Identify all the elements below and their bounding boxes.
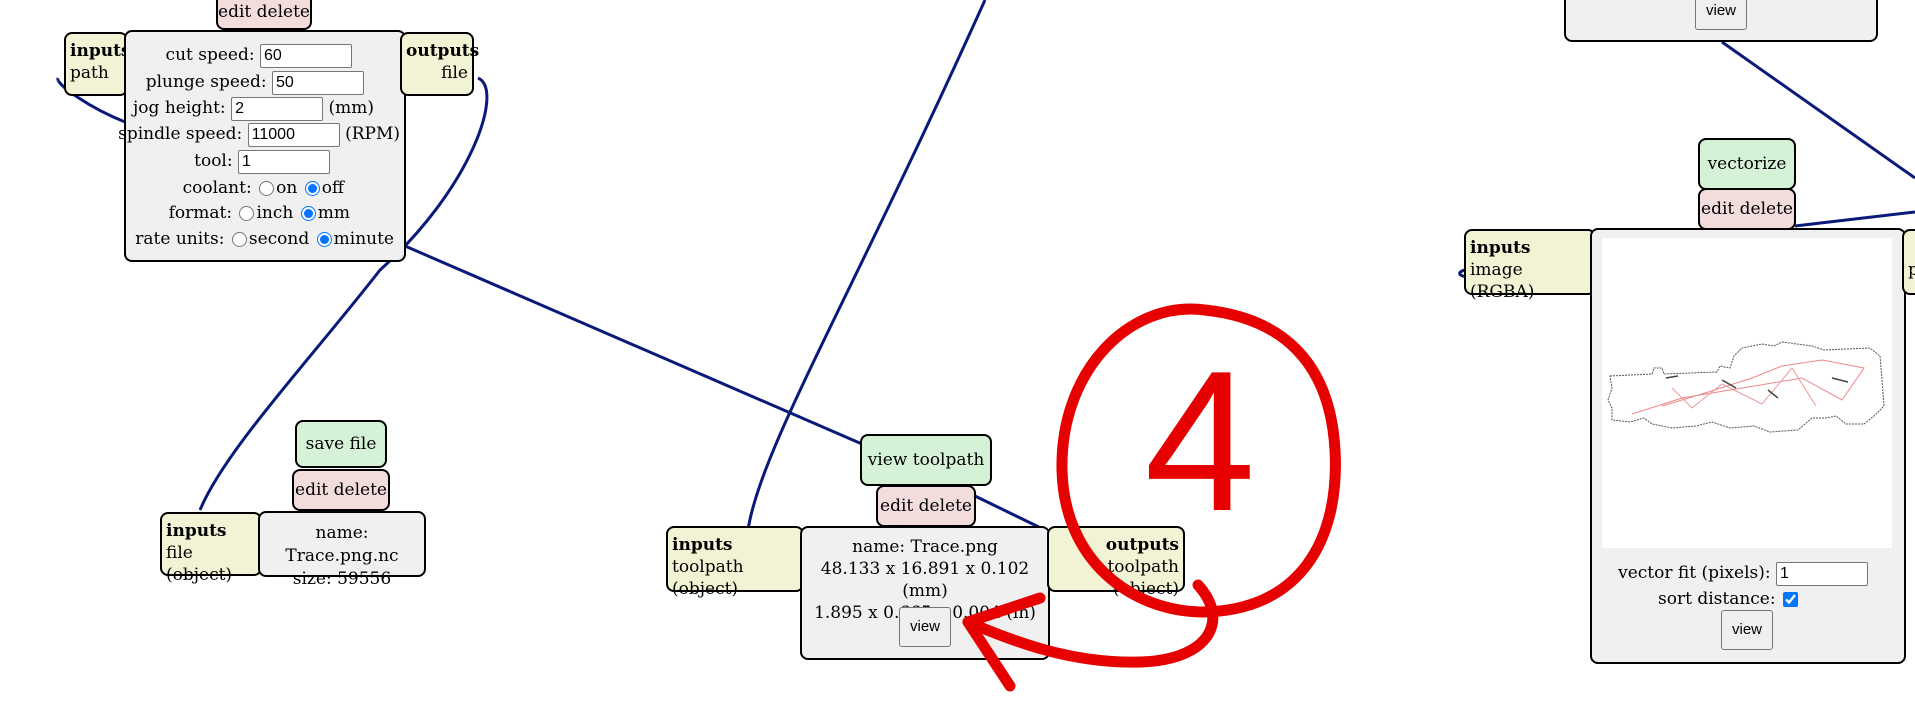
format-inch-label: inch	[256, 203, 294, 223]
format-label: format:	[168, 203, 233, 223]
save-file-button[interactable]: save file	[295, 420, 387, 468]
inputs-heading: inputs	[166, 521, 227, 541]
format-mm-radio[interactable]	[300, 206, 316, 221]
format-inch-radio[interactable]	[239, 206, 255, 221]
rate-minute-label: minute	[333, 229, 394, 249]
cut-speed-label: cut speed:	[165, 45, 255, 65]
plunge-speed-input[interactable]	[272, 70, 364, 95]
jog-height-row: jog height: (mm)	[133, 95, 374, 121]
cut-settings-panel: cut speed: plunge speed: jog height: (mm…	[118, 30, 406, 262]
sort-distance-row: sort distance:	[1658, 586, 1800, 612]
toolpath-dims-mm-text: 48.133 x 16.891 x 0.102 (mm)	[820, 559, 1030, 601]
cut-node-inputs-port[interactable]: inputs path	[64, 32, 131, 96]
format-row: format: inch mm	[169, 200, 350, 226]
vector-fit-row: vector fit (pixels):	[1618, 560, 1868, 586]
save-node-edit-delete-button[interactable]: edit delete	[292, 469, 390, 511]
tool-input[interactable]	[238, 149, 330, 174]
toolpath-view-button[interactable]: view	[899, 607, 951, 647]
wire-right-mid	[1794, 210, 1915, 228]
spindle-speed-input[interactable]	[247, 122, 340, 147]
spindle-speed-unit: (RPM)	[345, 124, 400, 144]
wire-file-to-save	[198, 76, 489, 511]
inputs-heading: inputs	[1470, 238, 1531, 258]
vector-node-outputs-port[interactable]: p	[1902, 229, 1915, 295]
vectorize-button[interactable]: vectorize	[1698, 138, 1796, 190]
coolant-off-label: off	[321, 178, 344, 198]
view-toolpath-button[interactable]: view toolpath	[860, 434, 992, 486]
wire-to-view-toolpath	[404, 244, 863, 446]
vector-preview-canvas	[1602, 238, 1892, 548]
toolpath-node-inputs-port[interactable]: inputs toolpath (object)	[666, 526, 804, 599]
rate-units-label: rate units:	[135, 229, 225, 249]
annotation-arrow-icon	[962, 579, 1219, 668]
rate-second-radio[interactable]	[231, 232, 247, 247]
spindle-speed-row: spindle speed: (RPM)	[118, 121, 400, 147]
inputs-heading: inputs	[70, 41, 131, 61]
wire-view-toolpath-right	[974, 494, 1046, 532]
save-file-info-panel: name: Trace.png.nc size: 59556	[258, 511, 426, 589]
cut-node-edit-delete-button[interactable]: edit delete	[216, 0, 312, 30]
annotation-circle	[1056, 303, 1341, 618]
coolant-row: coolant: on off	[183, 175, 344, 201]
plunge-speed-row: plunge speed:	[146, 69, 364, 95]
annotation-number: 4	[1144, 330, 1255, 553]
cut-speed-row: cut speed:	[166, 42, 352, 68]
toolpath-name-text: name: Trace.png	[852, 537, 998, 557]
format-mm-label: mm	[317, 203, 350, 223]
vector-node-inputs-port[interactable]: inputs image (RGBA)	[1464, 229, 1596, 302]
coolant-label: coolant:	[182, 178, 252, 198]
coolant-off-radio[interactable]	[304, 181, 320, 196]
annotation-arrow-head-icon	[962, 592, 1046, 692]
save-node-inputs-port[interactable]: inputs file (object)	[160, 512, 262, 585]
coolant-on-radio[interactable]	[259, 181, 275, 196]
plunge-speed-label: plunge speed:	[145, 72, 267, 92]
inputs-port-label: file (object)	[166, 543, 233, 585]
rate-second-label: second	[248, 229, 310, 249]
file-size-text: size: 59556	[292, 569, 392, 589]
jog-height-label: jog height:	[133, 98, 226, 118]
rate-units-row: rate units: second minute	[135, 226, 394, 252]
vector-view-button[interactable]: view	[1721, 610, 1773, 650]
jog-height-unit: (mm)	[328, 98, 374, 118]
sort-distance-checkbox[interactable]	[1783, 592, 1798, 607]
vector-fit-label: vector fit (pixels):	[1618, 563, 1771, 583]
coolant-on-label: on	[276, 178, 298, 198]
inputs-port-label: image (RGBA)	[1470, 260, 1535, 302]
outputs-port-label: file	[441, 63, 468, 83]
cut-speed-input[interactable]	[260, 43, 352, 68]
rate-minute-radio[interactable]	[316, 232, 332, 247]
tool-row: tool:	[194, 148, 330, 174]
inputs-heading: inputs	[672, 535, 733, 555]
tool-label: tool:	[194, 151, 233, 171]
cut-node-outputs-port[interactable]: outputs file	[400, 32, 480, 96]
spindle-speed-label: spindle speed:	[118, 124, 243, 144]
inputs-port-label: toolpath (object)	[672, 557, 744, 599]
jog-height-input[interactable]	[231, 96, 324, 121]
vectorize-panel: vector fit (pixels): sort distance:	[1590, 228, 1906, 664]
outputs-heading: outputs	[1105, 535, 1179, 555]
wire-right-top	[1721, 40, 1915, 180]
outputs-heading: outputs	[406, 41, 480, 61]
wire-top-to-toolpath-input	[746, 0, 987, 531]
file-name-text: name: Trace.png.nc	[285, 523, 399, 566]
top-right-view-button[interactable]: view	[1695, 0, 1747, 30]
sort-distance-label: sort distance:	[1658, 589, 1776, 609]
vector-fit-input[interactable]	[1776, 561, 1868, 586]
wire-path-input	[56, 77, 126, 124]
vector-preview-drawing	[1607, 341, 1885, 433]
outputs-port-label-partial: p	[1908, 260, 1915, 280]
inputs-port-label: path	[70, 63, 109, 83]
